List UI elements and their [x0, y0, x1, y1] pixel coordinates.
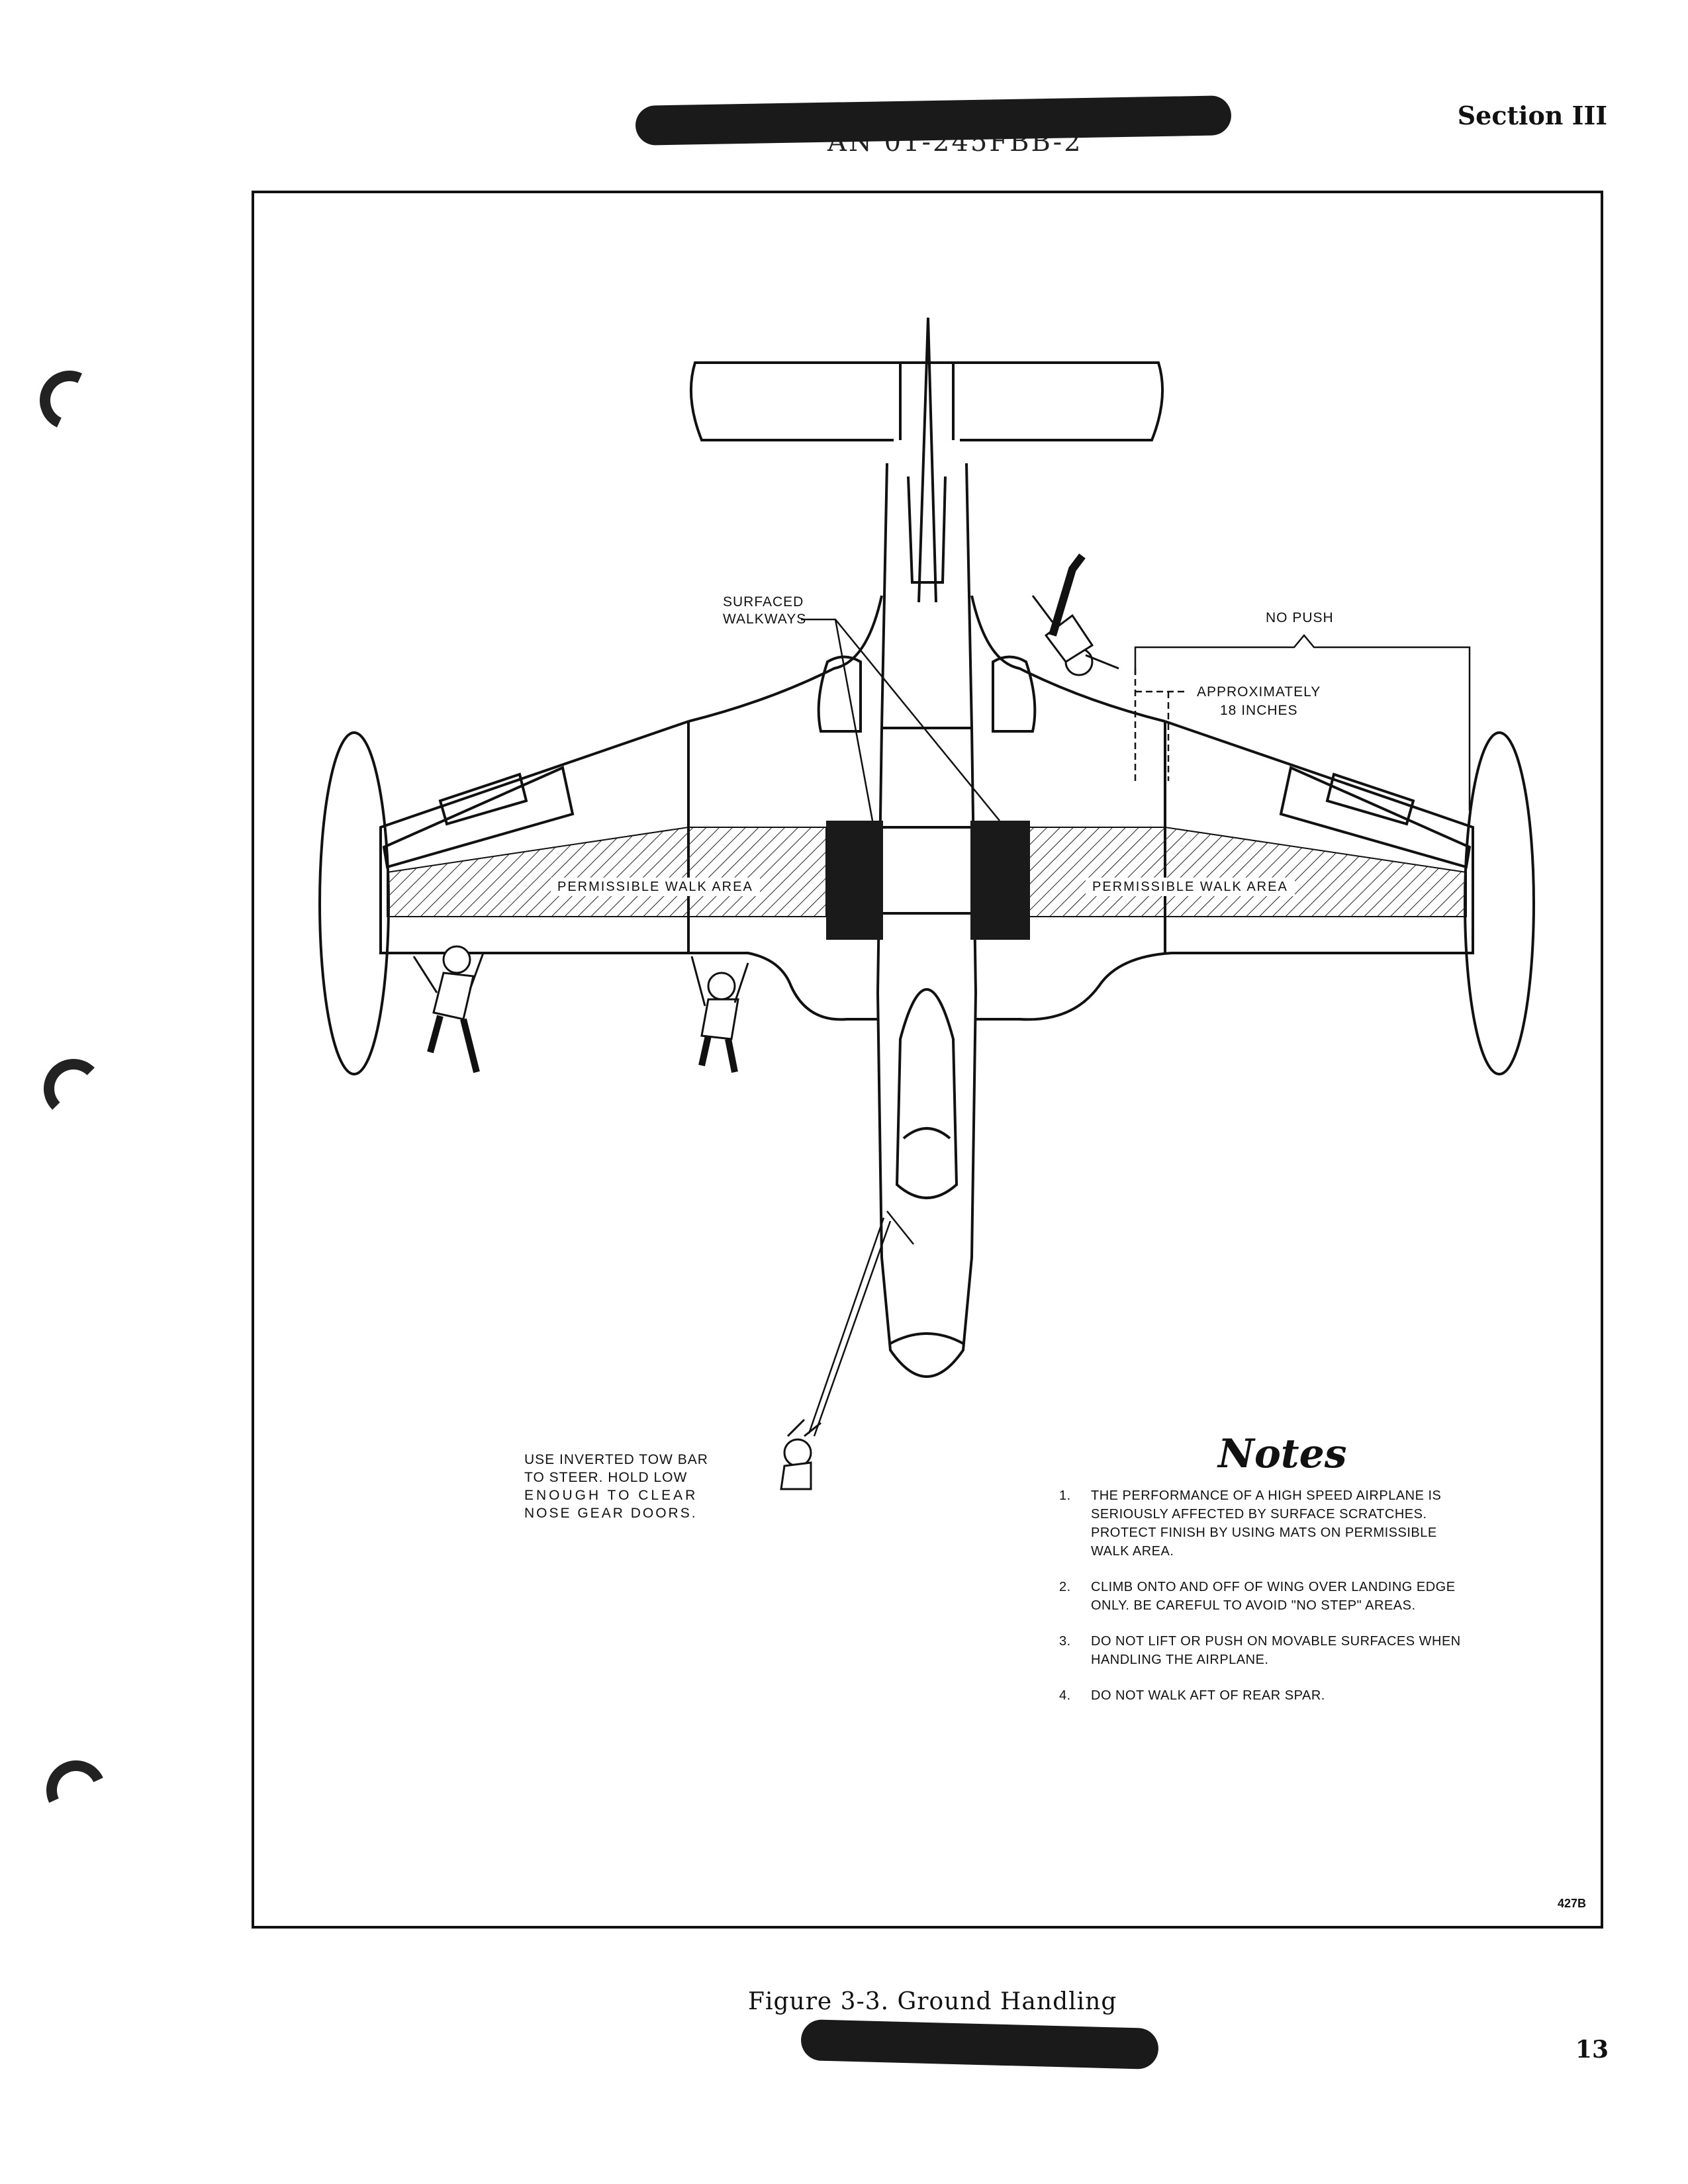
right-wing-outline — [976, 720, 1474, 1021]
section-heading: Section III — [1457, 101, 1607, 130]
fuselage-outline — [876, 463, 978, 1378]
tow-bar — [808, 1210, 914, 1437]
notes-list: 1. THE PERFORMANCE OF A HIGH SPEED AIRPLA… — [1059, 1486, 1470, 1722]
right-wing-fillet — [970, 595, 1166, 723]
note-text: DO NOT WALK AFT OF REAR SPAR. — [1091, 1688, 1325, 1703]
note-number: 1. — [1059, 1488, 1071, 1503]
ground-crew — [412, 553, 1119, 1490]
crew-tow-bar — [780, 1418, 821, 1490]
crew-right-pushing — [1031, 553, 1119, 676]
note-text: THE PERFORMANCE OF A HIGH SPEED AIRPLANE… — [1091, 1488, 1442, 1559]
note-number: 3. — [1059, 1634, 1071, 1649]
figure-frame — [252, 191, 1603, 1929]
tow-note-line4: NOSE GEAR DOORS. — [524, 1506, 698, 1521]
note-item: 3. DO NOT LIFT OR PUSH ON MOVABLE SURFACE… — [1059, 1632, 1470, 1669]
note-number: 2. — [1059, 1580, 1071, 1594]
note-item: 2. CLIMB ONTO AND OFF OF WING OVER LANDIN… — [1059, 1578, 1470, 1615]
no-push-label: NO PUSH — [1266, 610, 1334, 625]
right-surfaced-walkway — [970, 821, 1030, 940]
crew-left-wingtip — [412, 945, 485, 1073]
tow-note-line1: USE INVERTED TOW BAR — [524, 1452, 708, 1467]
note-number: 4. — [1059, 1688, 1071, 1703]
no-push-bracket — [1134, 634, 1471, 811]
note-text: CLIMB ONTO AND OFF OF WING OVER LANDING … — [1091, 1580, 1456, 1613]
right-aileron — [1279, 766, 1472, 869]
left-intake — [817, 655, 862, 733]
nose-cone — [890, 1332, 964, 1345]
right-intake — [992, 655, 1037, 733]
tow-note-line3: ENOUGH TO CLEAR — [524, 1488, 698, 1503]
left-wing-outline — [379, 720, 878, 1021]
drawing-number: 427B — [1557, 1897, 1586, 1910]
note-text: DO NOT LIFT OR PUSH ON MOVABLE SURFACES … — [1091, 1634, 1461, 1667]
walk-area-label-left: PERMISSIBLE WALK AREA — [551, 878, 760, 896]
horizontal-stabilizer — [689, 361, 1164, 441]
left-tip-tank — [318, 731, 390, 1075]
surfaced-walkways-label-line1: SURFACED — [723, 594, 804, 610]
approx-dimension — [1134, 668, 1188, 781]
fuselage-panel-lines — [882, 727, 972, 915]
notes-title: Notes — [1218, 1431, 1347, 1477]
left-surfaced-walkway — [826, 821, 883, 940]
left-wing-fillet — [688, 595, 883, 723]
stabilizer-elevator-lines — [899, 363, 955, 440]
tail-boom-detail — [907, 476, 947, 584]
approx-label-line2: 18 INCHES — [1220, 703, 1298, 718]
surfaced-walkways-label-line2: WALKWAYS — [723, 612, 807, 627]
note-item: 1. THE PERFORMANCE OF A HIGH SPEED AIRPLA… — [1059, 1486, 1470, 1561]
walkway-leader-line — [801, 618, 1000, 821]
left-aileron — [382, 766, 575, 869]
left-flap — [438, 772, 528, 826]
approx-label-line1: APPROXIMATELY — [1197, 684, 1321, 700]
note-item: 4. DO NOT WALK AFT OF REAR SPAR. — [1059, 1686, 1470, 1705]
canopy-frame — [902, 1127, 951, 1140]
page-number: 13 — [1575, 2036, 1609, 2064]
right-flap — [1325, 772, 1415, 826]
crew-left-inboard — [690, 956, 749, 1073]
right-walk-area-hatch — [1027, 827, 1467, 917]
left-walk-area-hatch — [387, 827, 827, 917]
right-tip-tank — [1464, 731, 1535, 1075]
canopy — [895, 988, 959, 1199]
vertical-fin — [917, 317, 937, 603]
figure-caption: Figure 3-3. Ground Handling — [748, 1988, 1117, 2015]
tow-note-line2: TO STEER. HOLD LOW — [524, 1470, 688, 1485]
walk-area-label-right: PERMISSIBLE WALK AREA — [1086, 878, 1295, 896]
